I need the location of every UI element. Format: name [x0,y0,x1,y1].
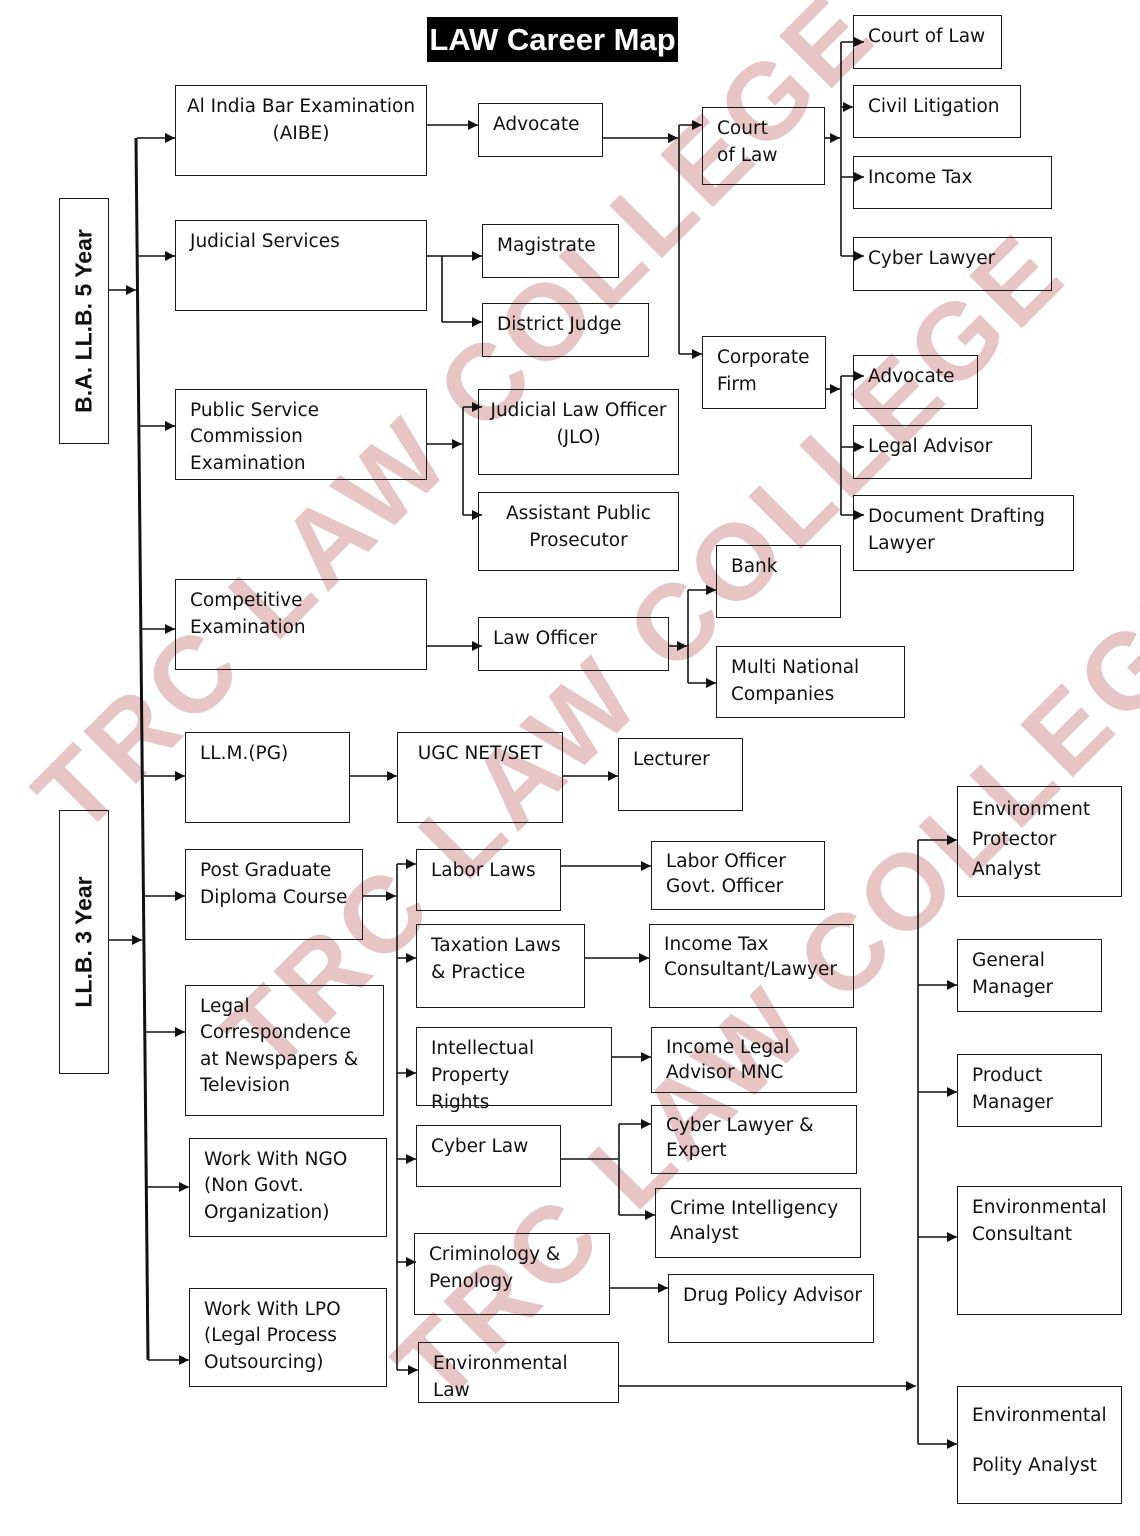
node-product-manager: Product Manager [957,1054,1102,1127]
node-taxation: Taxation Laws & Practice [416,924,585,1008]
node-ngo: Work With NGO (Non Govt. Organization) [189,1138,387,1237]
node-crime-analyst: Crime Intelligency Analyst [655,1188,861,1258]
node-corporate-firm: Corporate Firm [702,336,826,409]
node-pg-diploma: Post Graduate Diploma Course [185,849,363,940]
node-document-drafting: Document Drafting Lawyer [853,495,1074,571]
node-legal-correspondence: Legal Correspondence at Newspapers & Tel… [185,985,384,1116]
node-competitive: Competitive Examination [175,579,427,670]
node-labor-officer: Labor Officer Govt. Officer [651,841,825,910]
node-ipr: Intellectual Property Rights [416,1027,612,1113]
node-aibe: Al India Bar Examination (AIBE) [175,85,427,176]
node-env-polity: Environmental Polity Analyst [957,1386,1122,1504]
node-env-consultant: Environmental Consultant [957,1186,1122,1315]
node-civil-litigation: Civil Litigation [853,85,1021,138]
root-llb-label: LL.B. 3 Year [70,876,97,1008]
node-env-protector: Environment Protector Analyst [957,786,1122,897]
node-cyber-law: Cyber Law [416,1125,561,1187]
node-psc: Public Service Commission Examination [175,389,427,480]
node-app: Assistant Public Prosecutor [478,492,679,571]
root-ba-llb: B.A. LL.B. 5 Year [59,198,109,444]
node-court-of-law-mid: Court of Law [702,107,825,185]
node-jlo: Judicial Law Officer (JLO) [478,389,679,475]
node-advocate-right: Advocate [853,355,978,409]
node-general-manager: General Manager [957,939,1102,1012]
node-legal-advisor: Legal Advisor [853,425,1032,479]
node-llm: LL.M.(PG) [185,732,350,823]
node-tax-consultant: Income Tax Consultant/Lawyer [649,924,854,1008]
node-law-officer: Law Officer [478,617,669,671]
node-criminology: Criminology & Penology [414,1233,610,1315]
node-cyber-lawyer: Cyber Lawyer [853,237,1052,291]
node-ugc: UGC NET/SET [397,732,563,823]
node-magistrate: Magistrate [482,224,619,278]
node-env-law: Environmental Law [418,1342,619,1403]
node-income-tax: Income Tax [853,156,1052,209]
node-court-of-law-right: Court of Law [853,15,1002,69]
node-drug-policy: Drug Policy Advisor [668,1274,874,1343]
node-advocate: Advocate [478,103,603,157]
node-bank: Bank [716,545,841,618]
node-mnc: Multi National Companies [716,646,905,718]
page-title: LAW Career Map [427,17,678,62]
node-lpo: Work With LPO (Legal Process Outsourcing… [189,1288,387,1387]
node-legal-advisor-mnc: Income Legal Advisor MNC [651,1027,857,1093]
node-lecturer: Lecturer [618,738,743,811]
node-district-judge: District Judge [482,303,649,357]
node-labor-laws: Labor Laws [416,849,561,911]
root-llb: LL.B. 3 Year [59,810,109,1074]
root-ba-llb-label: B.A. LL.B. 5 Year [70,229,97,413]
node-cyber-expert: Cyber Lawyer & Expert [651,1105,857,1174]
node-judicial-services: Judicial Services [175,220,427,311]
